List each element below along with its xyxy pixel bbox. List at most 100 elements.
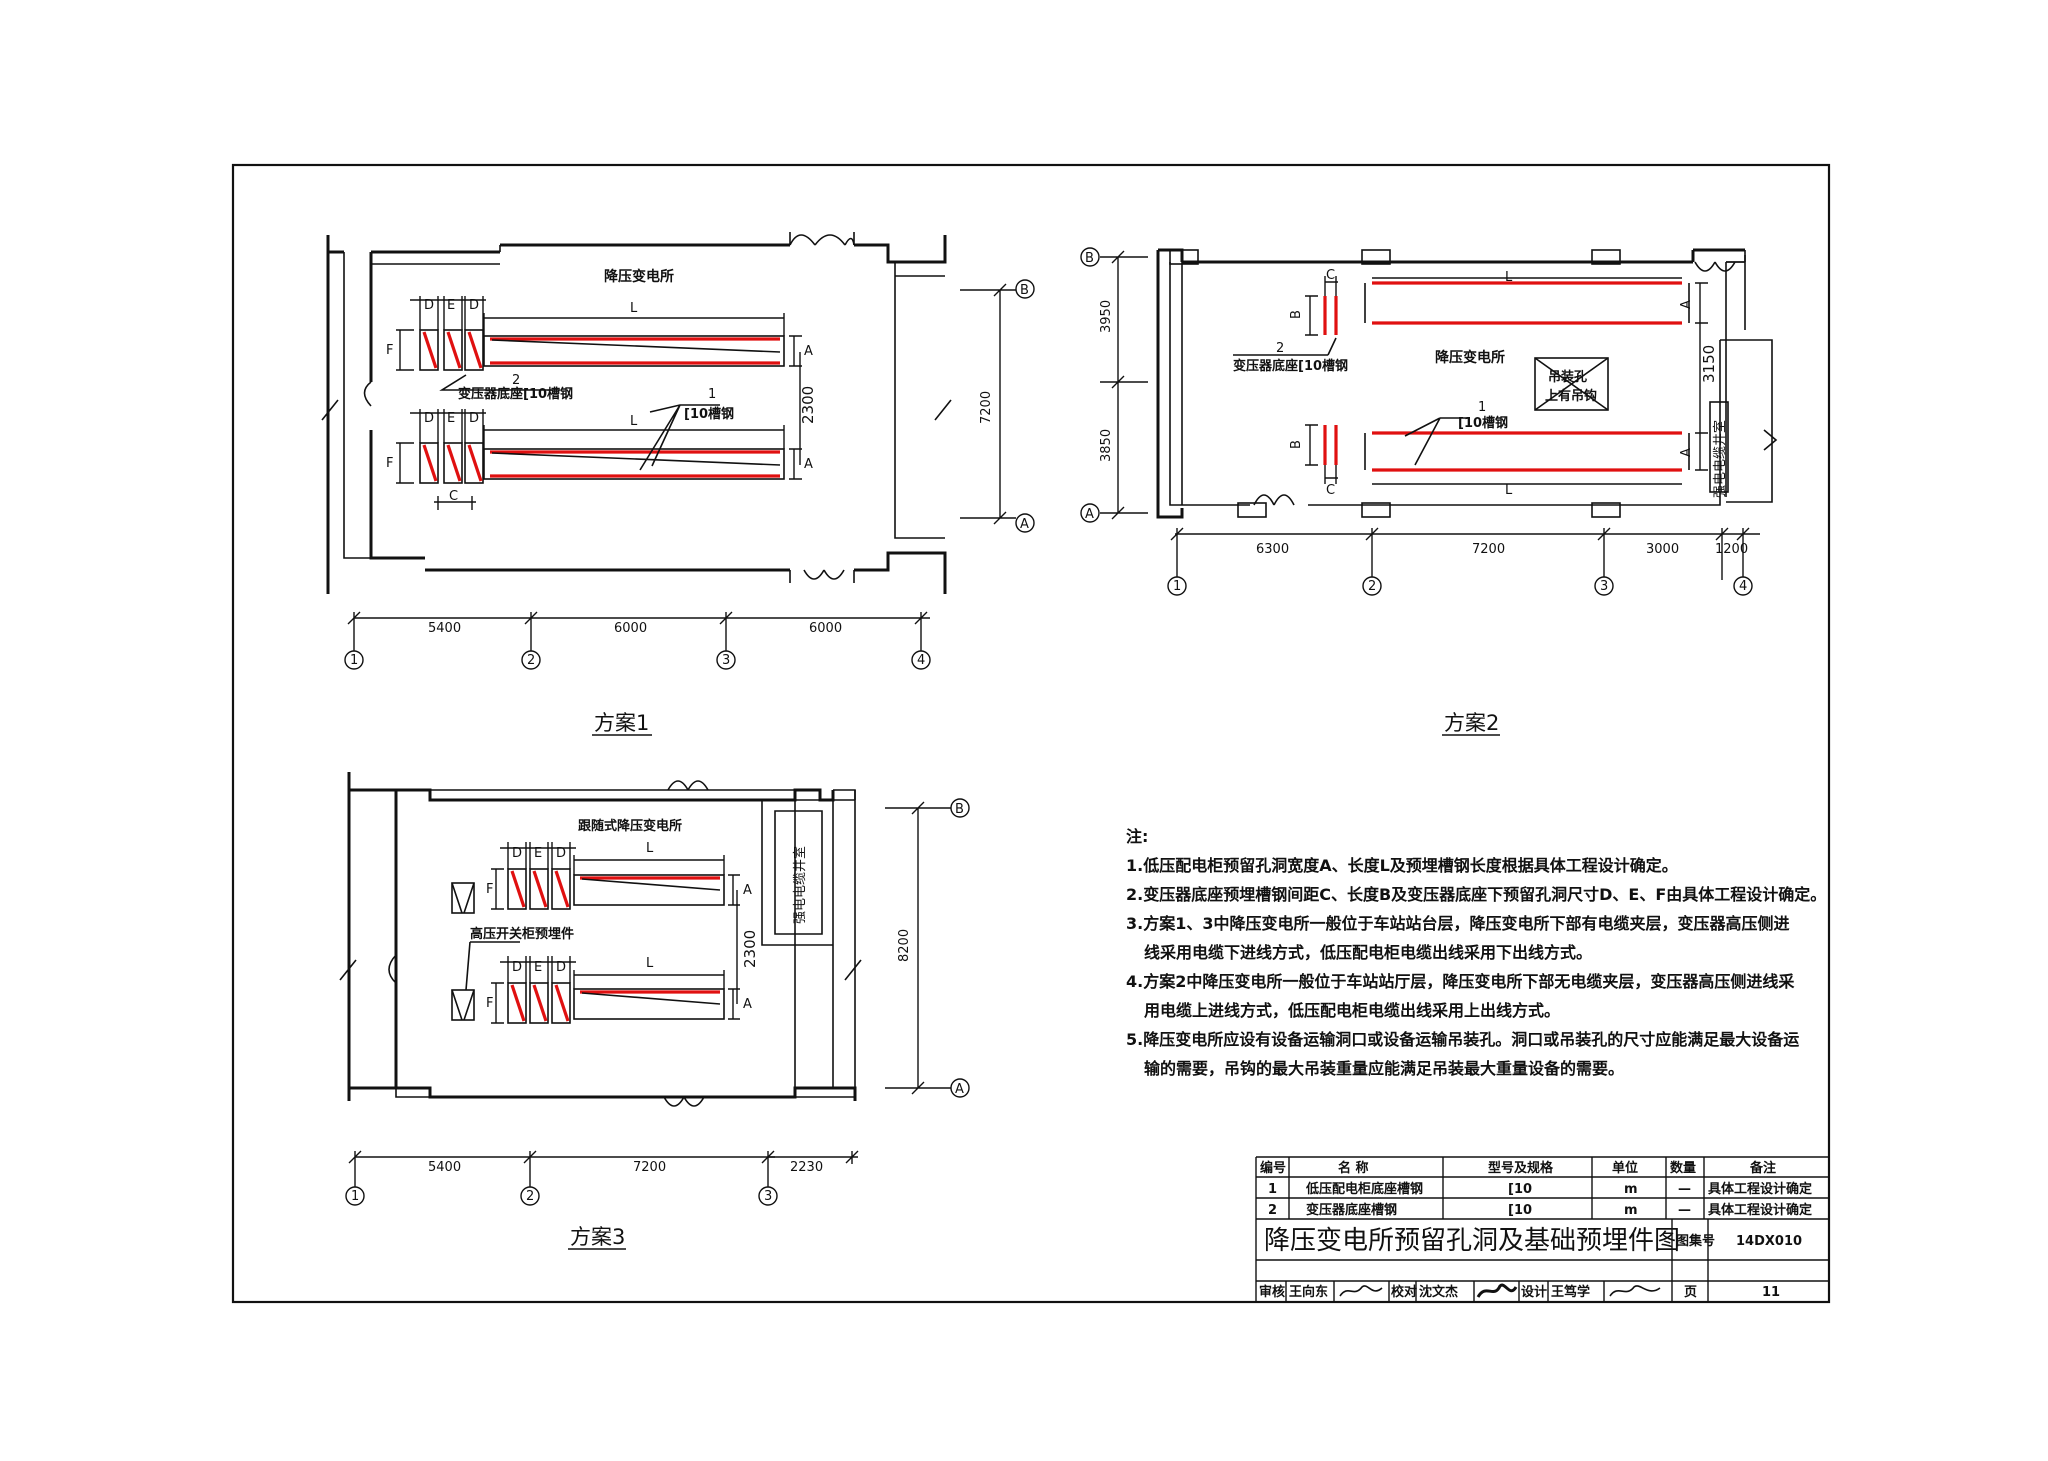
table-header-remark: 备注: [1749, 1160, 1776, 1176]
plan2-dim-4: 1200: [1715, 542, 1748, 557]
plan3-hv-label: 高压开关柜预埋件: [470, 926, 574, 942]
svg-text:2: 2: [527, 653, 535, 668]
svg-text:D: D: [469, 411, 479, 426]
plan2-callout2-text: 变压器底座[10槽钢: [1233, 358, 1348, 374]
svg-text:具体工程设计确定: 具体工程设计确定: [1708, 1181, 1812, 1197]
svg-text:A: A: [1085, 507, 1094, 522]
note-line-4: 线采用电缆下进线方式，低压配电柜电缆出线采用下出线方式。: [1144, 943, 1592, 962]
svg-text:A: A: [1679, 300, 1694, 309]
svg-text:C: C: [449, 489, 458, 504]
design-signature: [1609, 1285, 1661, 1297]
table-row: 1 低压配电柜底座槽钢 [10 m — 具体工程设计确定: [1268, 1181, 1812, 1197]
svg-text:F: F: [386, 343, 393, 358]
svg-text:D: D: [424, 298, 434, 313]
plan2-hoist-opening: [1534, 357, 1609, 411]
svg-text:F: F: [386, 456, 393, 471]
svg-text:变压器底座槽钢: 变压器底座槽钢: [1306, 1202, 1397, 1218]
svg-text:B: B: [955, 802, 964, 817]
page-label: 页: [1684, 1285, 1697, 1300]
svg-text:B: B: [1289, 440, 1304, 449]
table-row: 2 变压器底座槽钢 [10 m — 具体工程设计确定: [1268, 1202, 1812, 1218]
plan1-dim-3: 6000: [809, 621, 842, 636]
svg-text:1: 1: [351, 1189, 359, 1204]
parts-table: 编号 名 称 型号及规格 单位 数量 备注 1 低压配电柜底座槽钢 [10 m …: [1255, 1156, 1829, 1302]
plan1-vdim: 7200: [979, 391, 994, 424]
svg-text:具体工程设计确定: 具体工程设计确定: [1708, 1202, 1812, 1218]
plan1-dim-1: 5400: [428, 621, 461, 636]
svg-text:—: —: [1678, 1182, 1691, 1197]
plan2-spacing-label: 3150: [1700, 345, 1718, 383]
svg-text:1: 1: [350, 653, 358, 668]
plan2-dim-3: 3000: [1646, 542, 1679, 557]
note-line-3: 3.方案1、3中降压变电所一般位于车站站台层，降压变电所下部有电缆夹层，变压器高…: [1126, 914, 1789, 933]
svg-text:1: 1: [1268, 1182, 1277, 1197]
plan3-spacing-label: 2300: [741, 930, 759, 968]
plan1-callout1-num: 1: [708, 387, 716, 402]
check-label: 校对: [1391, 1284, 1417, 1300]
svg-text:3: 3: [722, 653, 730, 668]
svg-text:[10: [10: [1508, 1203, 1532, 1218]
plan1-caption: 方案1: [594, 711, 649, 735]
design-name: 王笃学: [1551, 1284, 1590, 1300]
plan1-room-label: 降压变电所: [604, 268, 674, 285]
svg-text:C: C: [1326, 483, 1335, 498]
svg-text:L: L: [646, 956, 654, 971]
plan3-room-label: 跟随式降压变电所: [578, 818, 682, 834]
svg-text:2: 2: [526, 1189, 534, 1204]
svg-text:D: D: [556, 846, 566, 861]
notes-block: 注: 1.低压配电柜预留孔洞宽度A、长度L及预埋槽钢长度根据具体工程设计确定。 …: [1126, 827, 1826, 1078]
design-label: 设计: [1521, 1284, 1547, 1300]
plan3-vdim: 8200: [897, 929, 912, 962]
svg-text:A: A: [955, 1082, 964, 1097]
plan2-cable-shaft: [1709, 401, 1729, 493]
drawing-title: 降压变电所预留孔洞及基础预埋件图: [1264, 1226, 1680, 1256]
plan1-dim-2: 6000: [614, 621, 647, 636]
notes-head: 注:: [1126, 827, 1148, 846]
table-header-qty: 数量: [1670, 1160, 1696, 1176]
plan2-hoist-label-2: 上有吊钩: [1545, 388, 1597, 404]
plan2-shaft-label: 强电电缆井室: [1712, 420, 1728, 498]
plan3-labels: 跟随式降压变电所 高压开关柜预埋件 强电电缆井室 D E D L D E D L…: [351, 802, 964, 1250]
svg-text:3: 3: [1600, 579, 1608, 594]
plan3-dim-3: 2230: [790, 1160, 823, 1175]
plan2-steel-upper: [1323, 281, 1690, 335]
title-block: 降压变电所预留孔洞及基础预埋件图 图集号 14DX010 审核 王向东 校对 沈…: [1256, 1219, 1829, 1302]
svg-text:F: F: [486, 882, 493, 897]
plan3-caption: 方案3: [570, 1225, 625, 1249]
svg-text:m: m: [1624, 1203, 1638, 1218]
svg-text:L: L: [1505, 483, 1513, 498]
svg-text:L: L: [1505, 270, 1513, 285]
svg-text:E: E: [447, 411, 455, 426]
svg-text:3: 3: [764, 1189, 772, 1204]
svg-text:A: A: [1020, 517, 1029, 532]
check-signature: [1476, 1283, 1518, 1298]
svg-text:1: 1: [1173, 579, 1181, 594]
plan3-panel-group-lower: [507, 982, 725, 1024]
svg-text:4: 4: [1739, 579, 1747, 594]
plan2-vdim-2: 3850: [1099, 429, 1114, 462]
note-line-7: 5.降压变电所应设有设备运输洞口或设备运输吊装孔。洞口或吊装孔的尺寸应能满足最大…: [1126, 1030, 1799, 1049]
note-line-6: 用电缆上进线方式，低压配电柜电缆出线采用上出线方式。: [1144, 1001, 1560, 1020]
svg-text:A: A: [743, 997, 752, 1012]
check-name: 沈文杰: [1419, 1284, 1458, 1300]
plan2-callout1-num: 1: [1478, 400, 1486, 415]
svg-text:D: D: [424, 411, 434, 426]
sheet-border: [231, 163, 1831, 1304]
svg-text:A: A: [1679, 448, 1694, 457]
review-signature: [1339, 1285, 1383, 1297]
svg-text:E: E: [447, 298, 455, 313]
note-line-5: 4.方案2中降压变电所一般位于车站站厅层，降压变电所下部无电缆夹层，变压器高压侧…: [1126, 972, 1794, 991]
table-header-no: 编号: [1260, 1160, 1286, 1176]
plan2-caption: 方案2: [1444, 711, 1499, 735]
plan3-panel-group-upper: [507, 868, 725, 910]
plan2-drawing: [1080, 247, 1778, 596]
plan2-callout2-num: 2: [1276, 341, 1284, 356]
plan1-spacing-label: 2300: [799, 386, 817, 424]
plan3-dim-1: 5400: [428, 1160, 461, 1175]
svg-text:[10: [10: [1508, 1182, 1532, 1197]
svg-text:L: L: [646, 841, 654, 856]
svg-text:L: L: [630, 414, 638, 429]
plan2-vdim-1: 3950: [1099, 300, 1114, 333]
svg-text:E: E: [534, 960, 542, 975]
